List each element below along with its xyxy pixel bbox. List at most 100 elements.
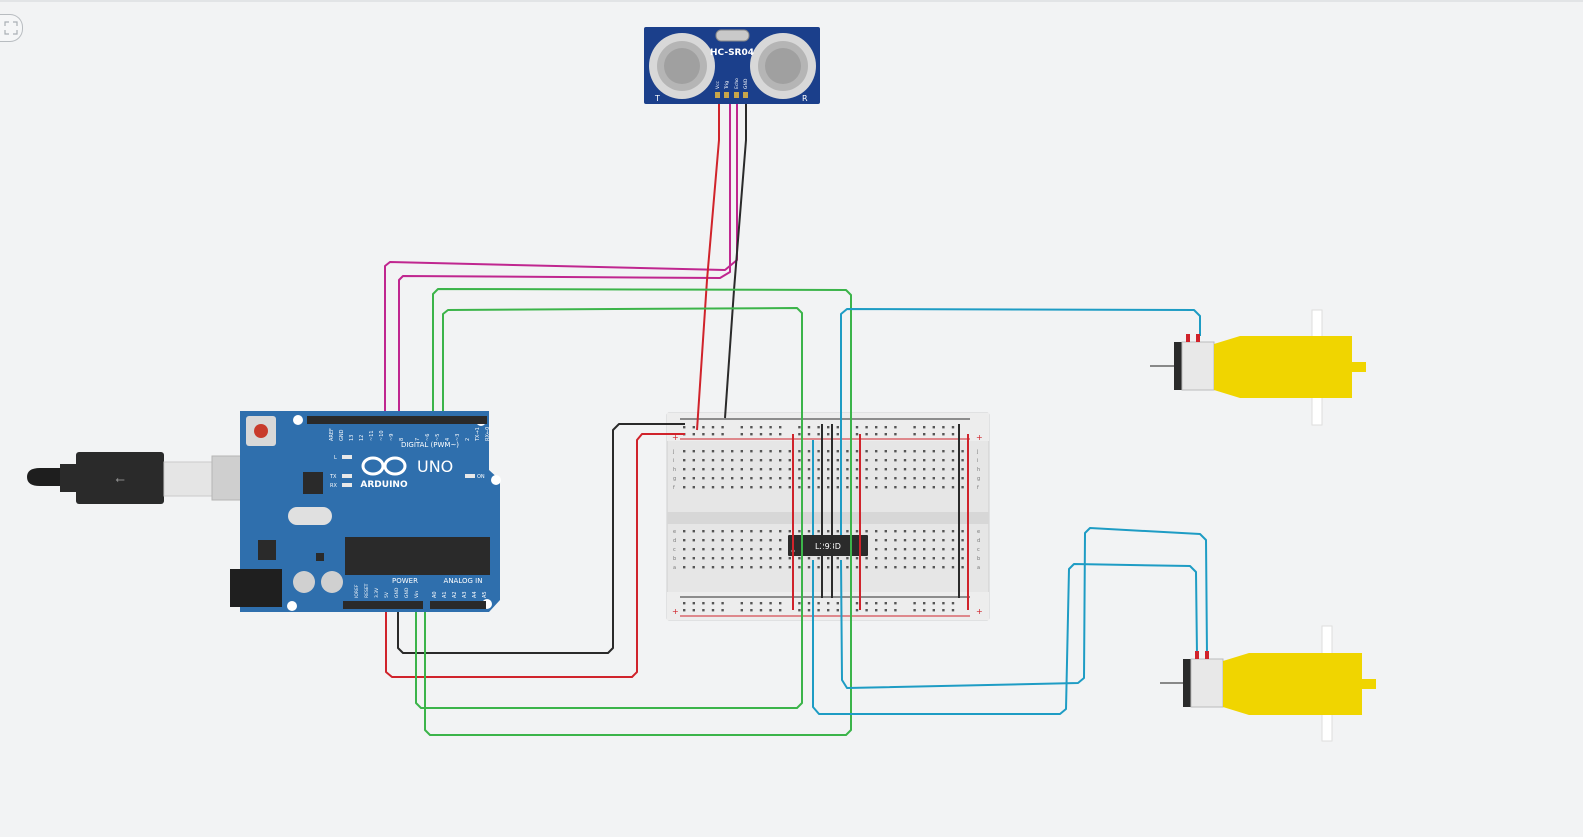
l293d-chip[interactable]: L293D <box>788 535 868 556</box>
wire-sensor-vcc[interactable] <box>696 103 720 431</box>
rail-plus-label-right: + <box>976 433 983 442</box>
led-tx-label: TX <box>329 474 337 480</box>
breadboard-row-label: j <box>672 449 674 455</box>
rail-plus-label: + <box>672 433 679 442</box>
digital-pin-label: TX→1 <box>475 427 481 442</box>
regulator <box>258 540 276 560</box>
led-l-label: L <box>334 455 337 461</box>
power-jack[interactable] <box>230 569 282 607</box>
wire-motor2[interactable] <box>812 560 1198 715</box>
wire-motor1-a[interactable] <box>840 308 1201 440</box>
breadboard-row-label: j <box>976 449 978 455</box>
sensor-model-label: HC-SR04 <box>710 48 754 58</box>
analog-pin-label: A1 <box>442 591 448 598</box>
breadboard-row-label: b <box>977 556 980 562</box>
canvas-top-border <box>0 0 1583 2</box>
led-rx <box>342 483 352 487</box>
digital-pin-label: ~11 <box>369 430 375 441</box>
power-pin-label: GND <box>394 587 400 598</box>
pin-vcc[interactable] <box>715 92 720 98</box>
analog-header[interactable] <box>430 601 486 609</box>
dc-motor-1[interactable] <box>1150 309 1366 426</box>
breadboard-row-label: h <box>977 467 980 473</box>
pin-gnd[interactable] <box>743 92 748 98</box>
pin-label-echo: Echo <box>734 78 740 89</box>
led-rx-label: RX <box>330 483 337 489</box>
power-label: POWER <box>392 577 418 585</box>
arduino-model: UNO <box>417 457 453 476</box>
analog-pin-label: A4 <box>472 591 478 598</box>
power-header[interactable] <box>343 601 423 609</box>
arduino-brand: ARDUINO <box>360 480 408 490</box>
digital-pin-label: 8 <box>399 438 405 441</box>
power-pin-label: GND <box>404 587 410 598</box>
wire-echo[interactable] <box>398 103 731 423</box>
breadboard-row-label: e <box>673 529 676 535</box>
digital-pin-label: AREF <box>329 428 335 441</box>
pin-echo[interactable] <box>734 92 739 98</box>
led-tx <box>342 474 352 478</box>
digital-pin-label: ~6 <box>425 434 431 441</box>
breadboard-row-label: c <box>977 547 980 553</box>
usb-cable[interactable]: ⭠ <box>27 452 249 504</box>
analog-pin-label: A0 <box>432 591 438 598</box>
dc-motor-2[interactable] <box>1160 625 1376 742</box>
breadboard-row-label: a <box>977 565 980 571</box>
wire-trig[interactable] <box>384 103 738 423</box>
wires[interactable] <box>384 103 1208 736</box>
digital-pin-label: 2 <box>465 438 471 441</box>
breadboard-row-label: g <box>977 476 980 482</box>
digital-header-label: DIGITAL (PWM~) <box>401 441 459 449</box>
breadboard-row-label: c <box>673 547 676 553</box>
wire-gnd[interactable] <box>397 423 685 654</box>
digital-pin-label: 4 <box>445 438 451 441</box>
breadboard-row-label: a <box>673 565 676 571</box>
power-pin-label: 3.3V <box>374 587 380 598</box>
breadboard-row-label: e <box>977 529 980 535</box>
digital-pin-label: ~3 <box>455 434 461 441</box>
arduino-logo: ARDUINO <box>360 456 408 490</box>
sensor-t-label: T <box>654 94 660 103</box>
led-on-label: ON <box>477 474 485 480</box>
digital-pin-label: GND <box>339 429 345 441</box>
breadboard-holes[interactable] <box>683 426 964 612</box>
wire-sensor-gnd[interactable] <box>724 103 747 419</box>
digital-pin-label: ~5 <box>435 434 441 441</box>
breadboard-row-label: h <box>673 467 676 473</box>
reset-button-cap[interactable] <box>254 424 268 438</box>
capacitor-1 <box>293 571 315 593</box>
power-pin-label: Vin <box>414 591 420 598</box>
digital-pin-label: ~9 <box>389 434 395 441</box>
digital-header[interactable] <box>307 416 487 424</box>
digital-pin-label: RX←0 <box>485 427 491 441</box>
wire-motor1-b[interactable] <box>840 527 1208 689</box>
pin-label-trig: Trig <box>724 81 730 90</box>
wire-5v[interactable] <box>385 433 685 678</box>
power-pin-label: IOREF <box>354 584 360 598</box>
breadboard-row-label: b <box>673 556 676 562</box>
analog-label: ANALOG IN <box>444 577 483 585</box>
sensor-r-label: R <box>802 94 808 103</box>
digital-pin-label: 13 <box>349 435 355 441</box>
led-on <box>465 474 475 478</box>
power-pin-label: 5V <box>384 591 390 598</box>
breadboard-row-label: i <box>977 458 978 464</box>
fit-view-icon[interactable] <box>0 14 23 42</box>
rail-plus-label-bottom: + <box>672 607 679 616</box>
breadboard-row-label: f <box>673 485 675 491</box>
capacitor-2 <box>321 571 343 593</box>
digital-pin-label: ~10 <box>379 430 385 441</box>
hc-sr04-sensor[interactable]: HC-SR04 T R Vcc Trig Echo GND <box>644 27 820 104</box>
pin-trig[interactable] <box>724 92 729 98</box>
analog-pin-label: A3 <box>462 591 468 598</box>
usb-chip <box>303 472 323 494</box>
breadboard-row-label: d <box>977 538 980 544</box>
pin-label-vcc: Vcc <box>715 80 721 89</box>
breadboard-row-label: g <box>673 476 676 482</box>
breadboard-row-label: f <box>977 485 979 491</box>
analog-pin-label: A2 <box>452 591 458 598</box>
